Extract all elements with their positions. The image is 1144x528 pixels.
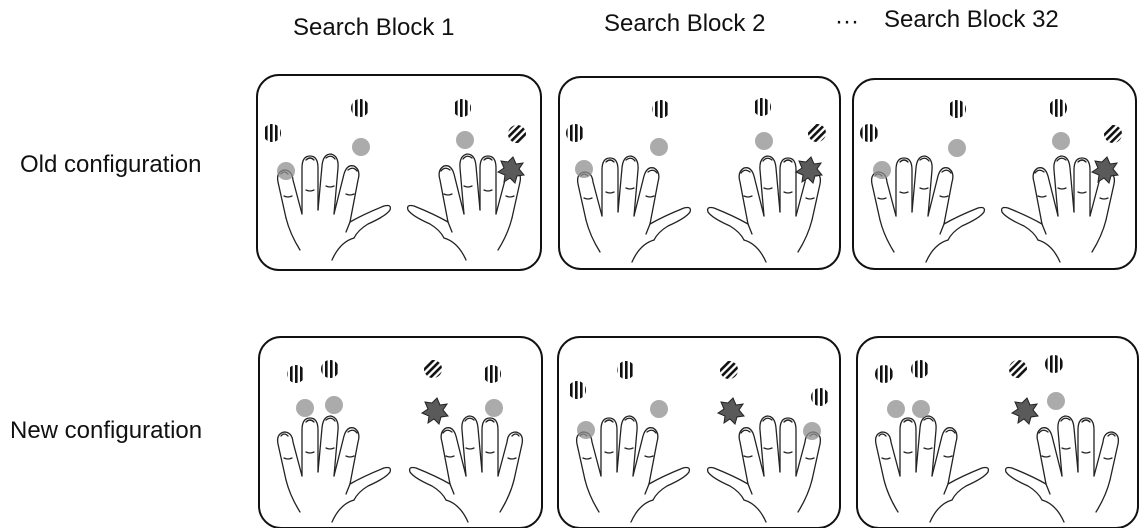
contact-marker [650, 400, 668, 418]
contact-marker [1052, 132, 1070, 150]
panel-new-block-1 [259, 337, 542, 528]
distractor-vertical [351, 99, 369, 117]
column-header-32: Search Block 32 [884, 6, 1059, 33]
contact-marker [948, 139, 966, 157]
distractor-vertical [263, 124, 281, 142]
distractor-diagonal [720, 361, 738, 379]
distractor-vertical [453, 99, 471, 117]
contact-marker [485, 399, 503, 417]
contact-marker [577, 421, 595, 439]
distractor-vertical [948, 100, 966, 118]
panel-new-block-2 [558, 337, 840, 528]
distractor-vertical [860, 124, 878, 142]
distractor-diagonal [1009, 360, 1027, 378]
contact-marker [803, 422, 821, 440]
panel-new-block-32 [857, 337, 1138, 528]
column-header-2: Search Block 2 [604, 10, 765, 37]
row-label-old: Old configuration [20, 151, 201, 178]
contact-marker [1047, 392, 1065, 410]
distractor-diagonal [1104, 125, 1122, 143]
contact-marker [887, 400, 905, 418]
panel-old-block-2 [559, 77, 840, 269]
distractor-diagonal [424, 360, 442, 378]
contact-marker [277, 162, 295, 180]
contact-marker [873, 161, 891, 179]
contact-marker [650, 138, 668, 156]
distractor-vertical [652, 100, 670, 118]
contact-marker [296, 399, 314, 417]
distractor-vertical [1049, 99, 1067, 117]
contact-marker [755, 132, 773, 150]
distractor-vertical [568, 381, 586, 399]
distractor-vertical [483, 365, 501, 383]
distractor-diagonal [508, 125, 526, 143]
contact-marker [325, 396, 343, 414]
contact-marker [575, 160, 593, 178]
distractor-vertical [811, 388, 829, 406]
distractor-vertical [1045, 355, 1063, 373]
distractor-vertical [753, 98, 771, 116]
row-label-new: New configuration [10, 417, 202, 444]
panel-old-block-32 [853, 79, 1136, 269]
contact-marker [352, 138, 370, 156]
distractor-vertical [287, 365, 305, 383]
distractor-vertical [875, 365, 893, 383]
column-header-1: Search Block 1 [293, 14, 454, 41]
contact-marker [456, 131, 474, 149]
contact-marker [912, 400, 930, 418]
ellipsis: ··· [835, 8, 859, 35]
distractor-diagonal [808, 124, 826, 142]
distractor-vertical [321, 360, 339, 378]
distractor-vertical [566, 124, 584, 142]
distractor-vertical [617, 361, 635, 379]
panel-old-block-1 [257, 75, 541, 270]
distractor-vertical [911, 360, 929, 378]
